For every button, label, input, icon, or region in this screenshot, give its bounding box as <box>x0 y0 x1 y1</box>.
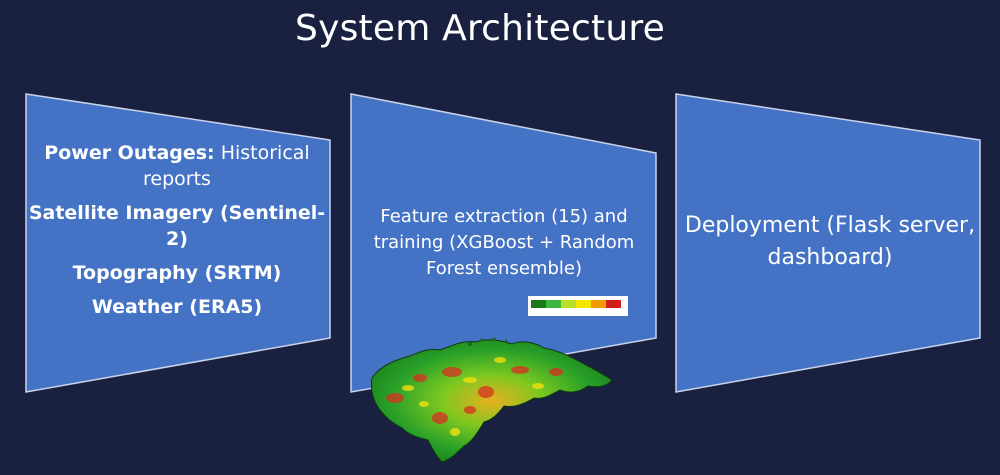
power-outages-line: Power Outages: Historical reports <box>28 140 326 192</box>
data-sources-text: Power Outages: Historical reports Satell… <box>28 140 326 320</box>
power-outages-desc: Historical reports <box>143 142 310 190</box>
data-sources-panel <box>25 93 331 393</box>
elevation-map-image <box>371 337 613 463</box>
legend-swatch <box>546 300 561 308</box>
training-text: Feature extraction (15) and training (XG… <box>373 206 635 279</box>
legend-swatch <box>606 300 621 308</box>
slide-title: System Architecture <box>295 8 665 49</box>
legend-swatch <box>531 300 546 308</box>
elevation-legend <box>528 296 628 316</box>
weather-label: Weather (ERA5) <box>91 296 263 318</box>
power-outages-label: Power Outages: <box>44 142 215 164</box>
legend-swatch <box>561 300 576 308</box>
training-panel <box>350 93 657 393</box>
legend-swatch <box>576 300 591 308</box>
satellite-imagery-label: Satellite Imagery (Sentinel-2) <box>28 202 326 250</box>
legend-swatch <box>591 300 606 308</box>
topography-label: Topography (SRTM) <box>72 262 282 284</box>
deployment-panel <box>675 93 981 393</box>
deployment-text: Deployment (Flask server, dashboard) <box>684 213 976 270</box>
